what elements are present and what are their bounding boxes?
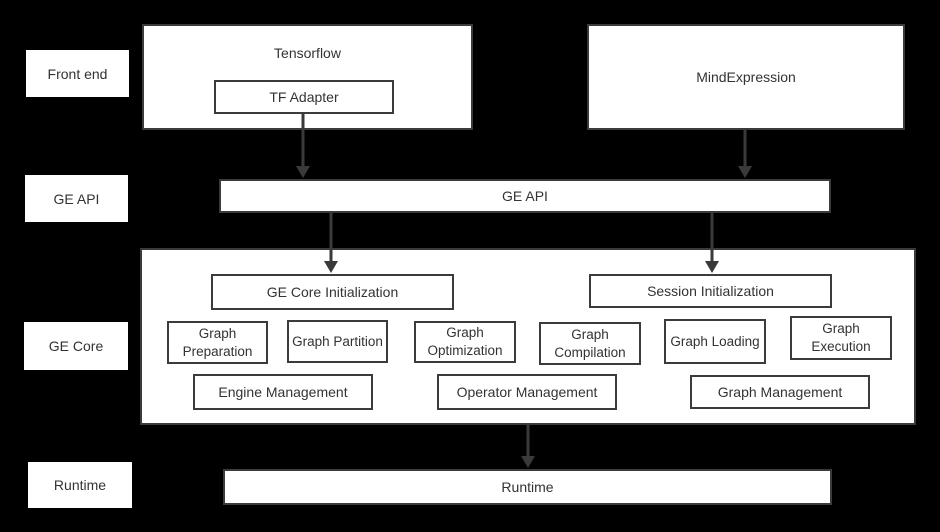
arrow-head-icon <box>324 261 338 273</box>
graph-partition-box: Graph Partition <box>287 320 388 363</box>
tensorflow-box: Tensorflow TF Adapter <box>142 24 473 130</box>
arrow-tf-adapter-to-ge-api <box>296 114 310 178</box>
arrow-head-icon <box>705 261 719 273</box>
arrow-ge-core-to-runtime <box>521 425 535 468</box>
arrow-ge-api-to-ge-core-initialization <box>324 213 338 273</box>
side-label-ge-core: GE Core <box>24 322 128 370</box>
arrow-shaft <box>710 213 714 263</box>
operator-management-box: Operator Management <box>437 374 617 410</box>
arrow-head-icon <box>738 166 752 178</box>
graph-execution-box: Graph Execution <box>790 316 892 360</box>
engine-management-box: Engine Management <box>193 374 373 410</box>
graph-management-box: Graph Management <box>690 375 870 409</box>
arrow-shaft <box>743 130 747 168</box>
tf-adapter-box: TF Adapter <box>214 80 394 114</box>
arrow-head-icon <box>521 456 535 468</box>
side-label-front-end: Front end <box>26 50 129 97</box>
arrow-ge-api-to-session-initialization <box>705 213 719 273</box>
tensorflow-label: Tensorflow <box>274 45 341 61</box>
session-initialization-box: Session Initialization <box>589 274 832 308</box>
side-label-ge-api: GE API <box>25 175 128 222</box>
ge-core-box: GE Core Initialization Session Initializ… <box>140 248 916 425</box>
side-label-runtime: Runtime <box>28 462 132 508</box>
graph-preparation-box: Graph Preparation <box>167 321 268 364</box>
arrow-shaft <box>301 114 305 168</box>
ge-core-initialization-box: GE Core Initialization <box>211 274 454 310</box>
arrow-shaft <box>526 425 530 458</box>
runtime-bar: Runtime <box>223 469 832 505</box>
arrow-head-icon <box>296 166 310 178</box>
graph-loading-box: Graph Loading <box>664 319 766 364</box>
graph-optimization-box: Graph Optimization <box>414 321 516 363</box>
arrow-shaft <box>329 213 333 263</box>
arrow-mindexpression-to-ge-api <box>738 130 752 178</box>
graph-compilation-box: Graph Compilation <box>539 322 641 365</box>
mindexpression-box: MindExpression <box>587 24 905 130</box>
ge-api-bar: GE API <box>219 179 831 213</box>
